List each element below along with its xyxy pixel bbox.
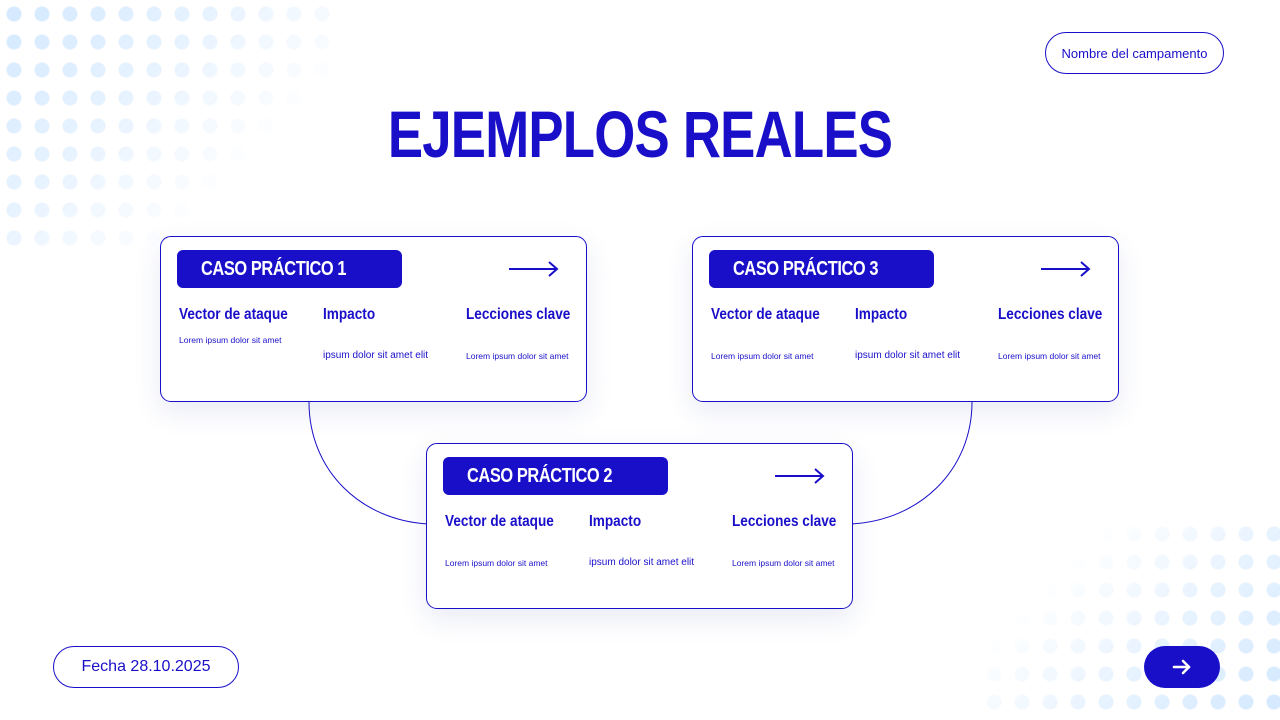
column-heading: Vector de ataque: [445, 513, 554, 530]
arrow-right-icon[interactable]: [508, 260, 560, 278]
attack-vector-column: Vector de ataque Lorem ipsum dolor sit a…: [179, 305, 309, 345]
attack-vector-column: Vector de ataque Lorem ipsum dolor sit a…: [711, 305, 841, 361]
key-lessons-column: Lecciones clave Lorem ipsum dolor sit am…: [998, 305, 1128, 361]
case-study-card-3[interactable]: CASO PRÁCTICO 3 Vector de ataque Lorem i…: [692, 236, 1119, 402]
column-heading: Lecciones clave: [466, 306, 571, 323]
column-text: Lorem ipsum dolor sit amet: [445, 558, 548, 568]
date-pill: Fecha 28.10.2025: [53, 646, 239, 688]
column-heading: Lecciones clave: [998, 306, 1103, 323]
dot-pattern-decoration: [980, 520, 1280, 720]
arrow-right-icon[interactable]: [1040, 260, 1092, 278]
column-text: ipsum dolor sit amet elit: [323, 350, 429, 361]
column-heading: Impacto: [589, 513, 642, 530]
key-lessons-column: Lecciones clave Lorem ipsum dolor sit am…: [732, 512, 862, 568]
column-text: Lorem ipsum dolor sit amet: [179, 335, 282, 345]
column-heading: Lecciones clave: [732, 513, 837, 530]
campaign-name-pill: Nombre del campamento: [1045, 32, 1224, 74]
impact-column: Impacto ipsum dolor sit amet elit: [589, 512, 719, 568]
column-heading: Impacto: [855, 306, 908, 323]
column-text: Lorem ipsum dolor sit amet: [711, 351, 814, 361]
case-study-card-2[interactable]: CASO PRÁCTICO 2 Vector de ataque Lorem i…: [426, 443, 853, 609]
column-text: Lorem ipsum dolor sit amet: [466, 351, 569, 361]
impact-column: Impacto ipsum dolor sit amet elit: [323, 305, 453, 361]
impact-column: Impacto ipsum dolor sit amet elit: [855, 305, 985, 361]
column-text: ipsum dolor sit amet elit: [589, 557, 695, 568]
column-text: Lorem ipsum dolor sit amet: [998, 351, 1101, 361]
next-button[interactable]: [1144, 646, 1220, 688]
case-study-badge: CASO PRÁCTICO 1: [177, 250, 402, 288]
attack-vector-column: Vector de ataque Lorem ipsum dolor sit a…: [445, 512, 575, 568]
case-study-badge: CASO PRÁCTICO 3: [709, 250, 934, 288]
key-lessons-column: Lecciones clave Lorem ipsum dolor sit am…: [466, 305, 596, 361]
column-text: ipsum dolor sit amet elit: [855, 350, 961, 361]
case-study-card-1[interactable]: CASO PRÁCTICO 1 Vector de ataque Lorem i…: [160, 236, 587, 402]
date-label: Fecha 28.10.2025: [81, 658, 211, 675]
column-heading: Vector de ataque: [179, 306, 288, 323]
arrow-right-icon: [1172, 659, 1191, 675]
page-title: EJEMPLOS REALES: [387, 97, 893, 171]
arrow-right-icon[interactable]: [774, 467, 826, 485]
column-heading: Impacto: [323, 306, 376, 323]
campaign-name-label: Nombre del campamento: [1061, 45, 1208, 61]
column-heading: Vector de ataque: [711, 306, 820, 323]
column-text: Lorem ipsum dolor sit amet: [732, 558, 835, 568]
case-study-badge: CASO PRÁCTICO 2: [443, 457, 668, 495]
